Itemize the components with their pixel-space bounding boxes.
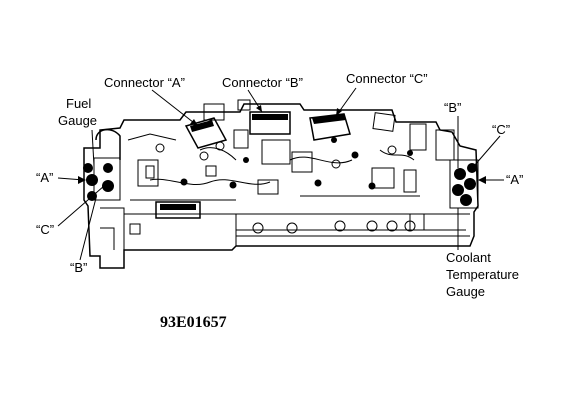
fuel-gauge-terminals [83,128,121,201]
label-connector-b: Connector “B” [222,75,303,90]
label-right-a: “A” [506,172,523,187]
label-coolant-line1: Coolant [446,250,491,265]
label-coolant-line3: Gauge [446,284,485,299]
connector-a-shape [184,117,228,149]
label-fuel-gauge-line2: Gauge [58,113,97,128]
connector-b-shape [249,111,291,135]
label-connector-a: Connector “A” [104,75,185,90]
label-right-b: “B” [444,100,461,115]
label-connector-c: Connector “C” [346,71,428,86]
figure-id: 93E01657 [160,314,227,331]
circuit-board [83,99,479,269]
label-left-c: “C” [36,222,54,237]
leader-lines [57,87,504,261]
label-left-a: “A” [36,170,53,185]
coolant-gauge-terminals [449,159,479,209]
label-coolant-line2: Temperature [446,267,519,282]
label-right-c: “C” [492,122,510,137]
label-left-b: “B” [70,260,87,275]
connector-c-shape [309,113,351,141]
label-fuel-gauge-line1: Fuel [66,96,91,111]
